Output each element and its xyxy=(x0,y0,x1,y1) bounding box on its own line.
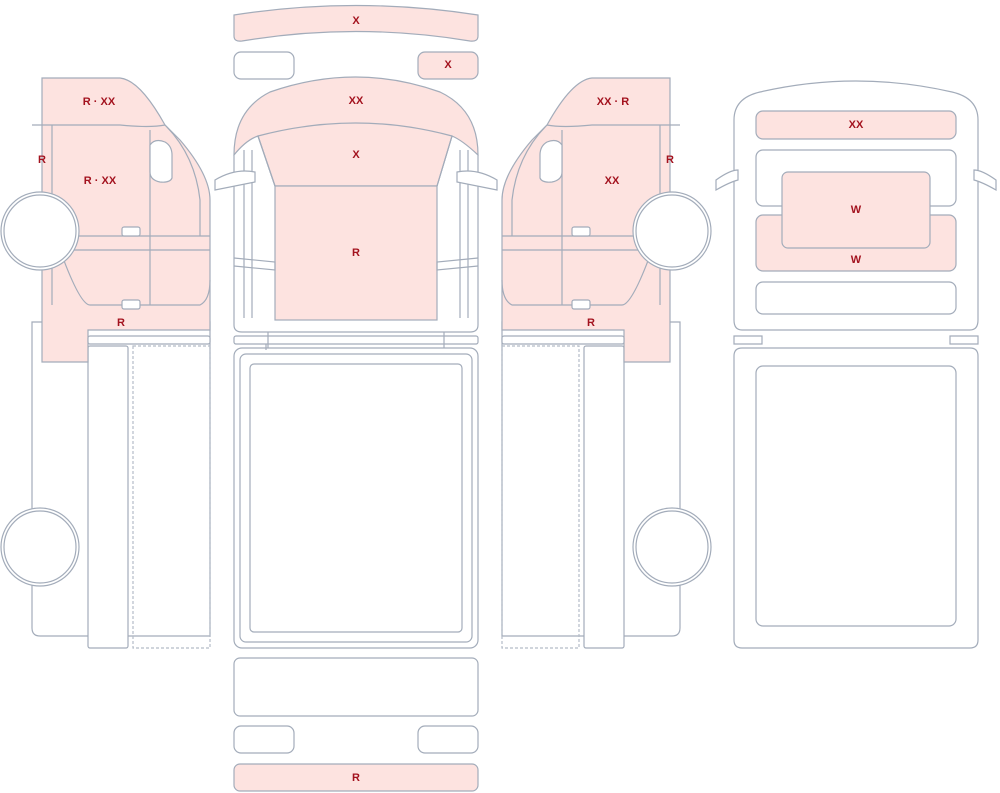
left-side-view xyxy=(0,77,211,649)
rear-panel[interactable] xyxy=(233,657,479,717)
left-sill-strip xyxy=(87,335,211,345)
right-roof-line xyxy=(546,124,680,128)
rear-mirror-left xyxy=(715,169,739,192)
windscreen-main-panel[interactable] xyxy=(274,185,438,321)
front-bumper-top-panel[interactable] xyxy=(233,4,479,42)
front-mirror-right xyxy=(456,170,498,191)
right-door-handle-top xyxy=(571,226,591,237)
rear-light-left[interactable] xyxy=(233,725,295,754)
front-mirror-left xyxy=(214,170,256,191)
mirror-right-panel[interactable] xyxy=(417,51,479,80)
front-sill-strip xyxy=(233,335,479,345)
label-mirror-right-top: X xyxy=(444,59,452,71)
left-front-wheel xyxy=(0,191,80,271)
left-roof-line xyxy=(32,124,166,128)
left-door-handle-bottom xyxy=(121,299,141,310)
label-left-door: R · XX xyxy=(84,175,117,187)
damage-labels: X X XX X R R R · XX R R · XX R XX · R R … xyxy=(38,15,864,784)
label-right-sill: R xyxy=(587,317,595,329)
label-left-pillar: R xyxy=(38,154,46,166)
left-rear-wheel xyxy=(0,507,80,587)
label-right-roof: XX · R xyxy=(597,96,629,108)
label-front-bumper-top: X xyxy=(352,15,360,27)
label-windscreen-upper: X xyxy=(352,149,360,161)
left-door-handle-top xyxy=(121,226,141,237)
left-step-panel[interactable] xyxy=(87,345,129,649)
right-door-bottom xyxy=(501,249,653,306)
left-a-pillar xyxy=(164,124,201,236)
front-top-group xyxy=(233,4,479,80)
rear-mirror-right xyxy=(973,169,997,192)
label-rear-bumper: R xyxy=(352,772,360,784)
rear-plate-panel[interactable] xyxy=(755,281,957,315)
right-side-view xyxy=(501,77,712,649)
right-front-wheel xyxy=(632,191,712,271)
rear-top-panel[interactable] xyxy=(755,110,957,140)
mirror-left-panel[interactable] xyxy=(233,51,295,80)
right-door-handle-bottom xyxy=(571,299,591,310)
label-right-door: XX xyxy=(605,175,620,187)
label-windscreen-main: R xyxy=(352,247,360,259)
rear-bumper-panel[interactable] xyxy=(233,763,479,792)
rear-view xyxy=(715,80,997,649)
label-bonnet: XX xyxy=(349,95,364,107)
label-rear-top-panel: XX xyxy=(849,119,864,131)
left-door-bottom xyxy=(59,249,211,306)
left-sliding-door xyxy=(132,345,211,649)
rear-notch xyxy=(733,335,979,345)
label-left-sill: R xyxy=(117,317,125,329)
label-rear-window: W xyxy=(851,204,862,216)
rear-light-right[interactable] xyxy=(417,725,479,754)
label-rear-lower-panel: W xyxy=(851,254,862,266)
rear-door-inner xyxy=(755,365,957,627)
right-mirror-icon xyxy=(539,139,563,183)
right-rear-wheel xyxy=(632,507,712,587)
right-step-panel[interactable] xyxy=(583,345,625,649)
label-left-roof: R · XX xyxy=(83,96,116,108)
left-mirror-icon xyxy=(149,139,173,183)
right-a-pillar xyxy=(511,124,548,236)
rear-window-panel[interactable] xyxy=(781,171,931,249)
right-sill-strip xyxy=(501,335,625,345)
label-right-pillar: R xyxy=(666,154,674,166)
front-lower-grille xyxy=(233,257,479,271)
front-view xyxy=(214,76,498,792)
right-sliding-door xyxy=(501,345,580,649)
